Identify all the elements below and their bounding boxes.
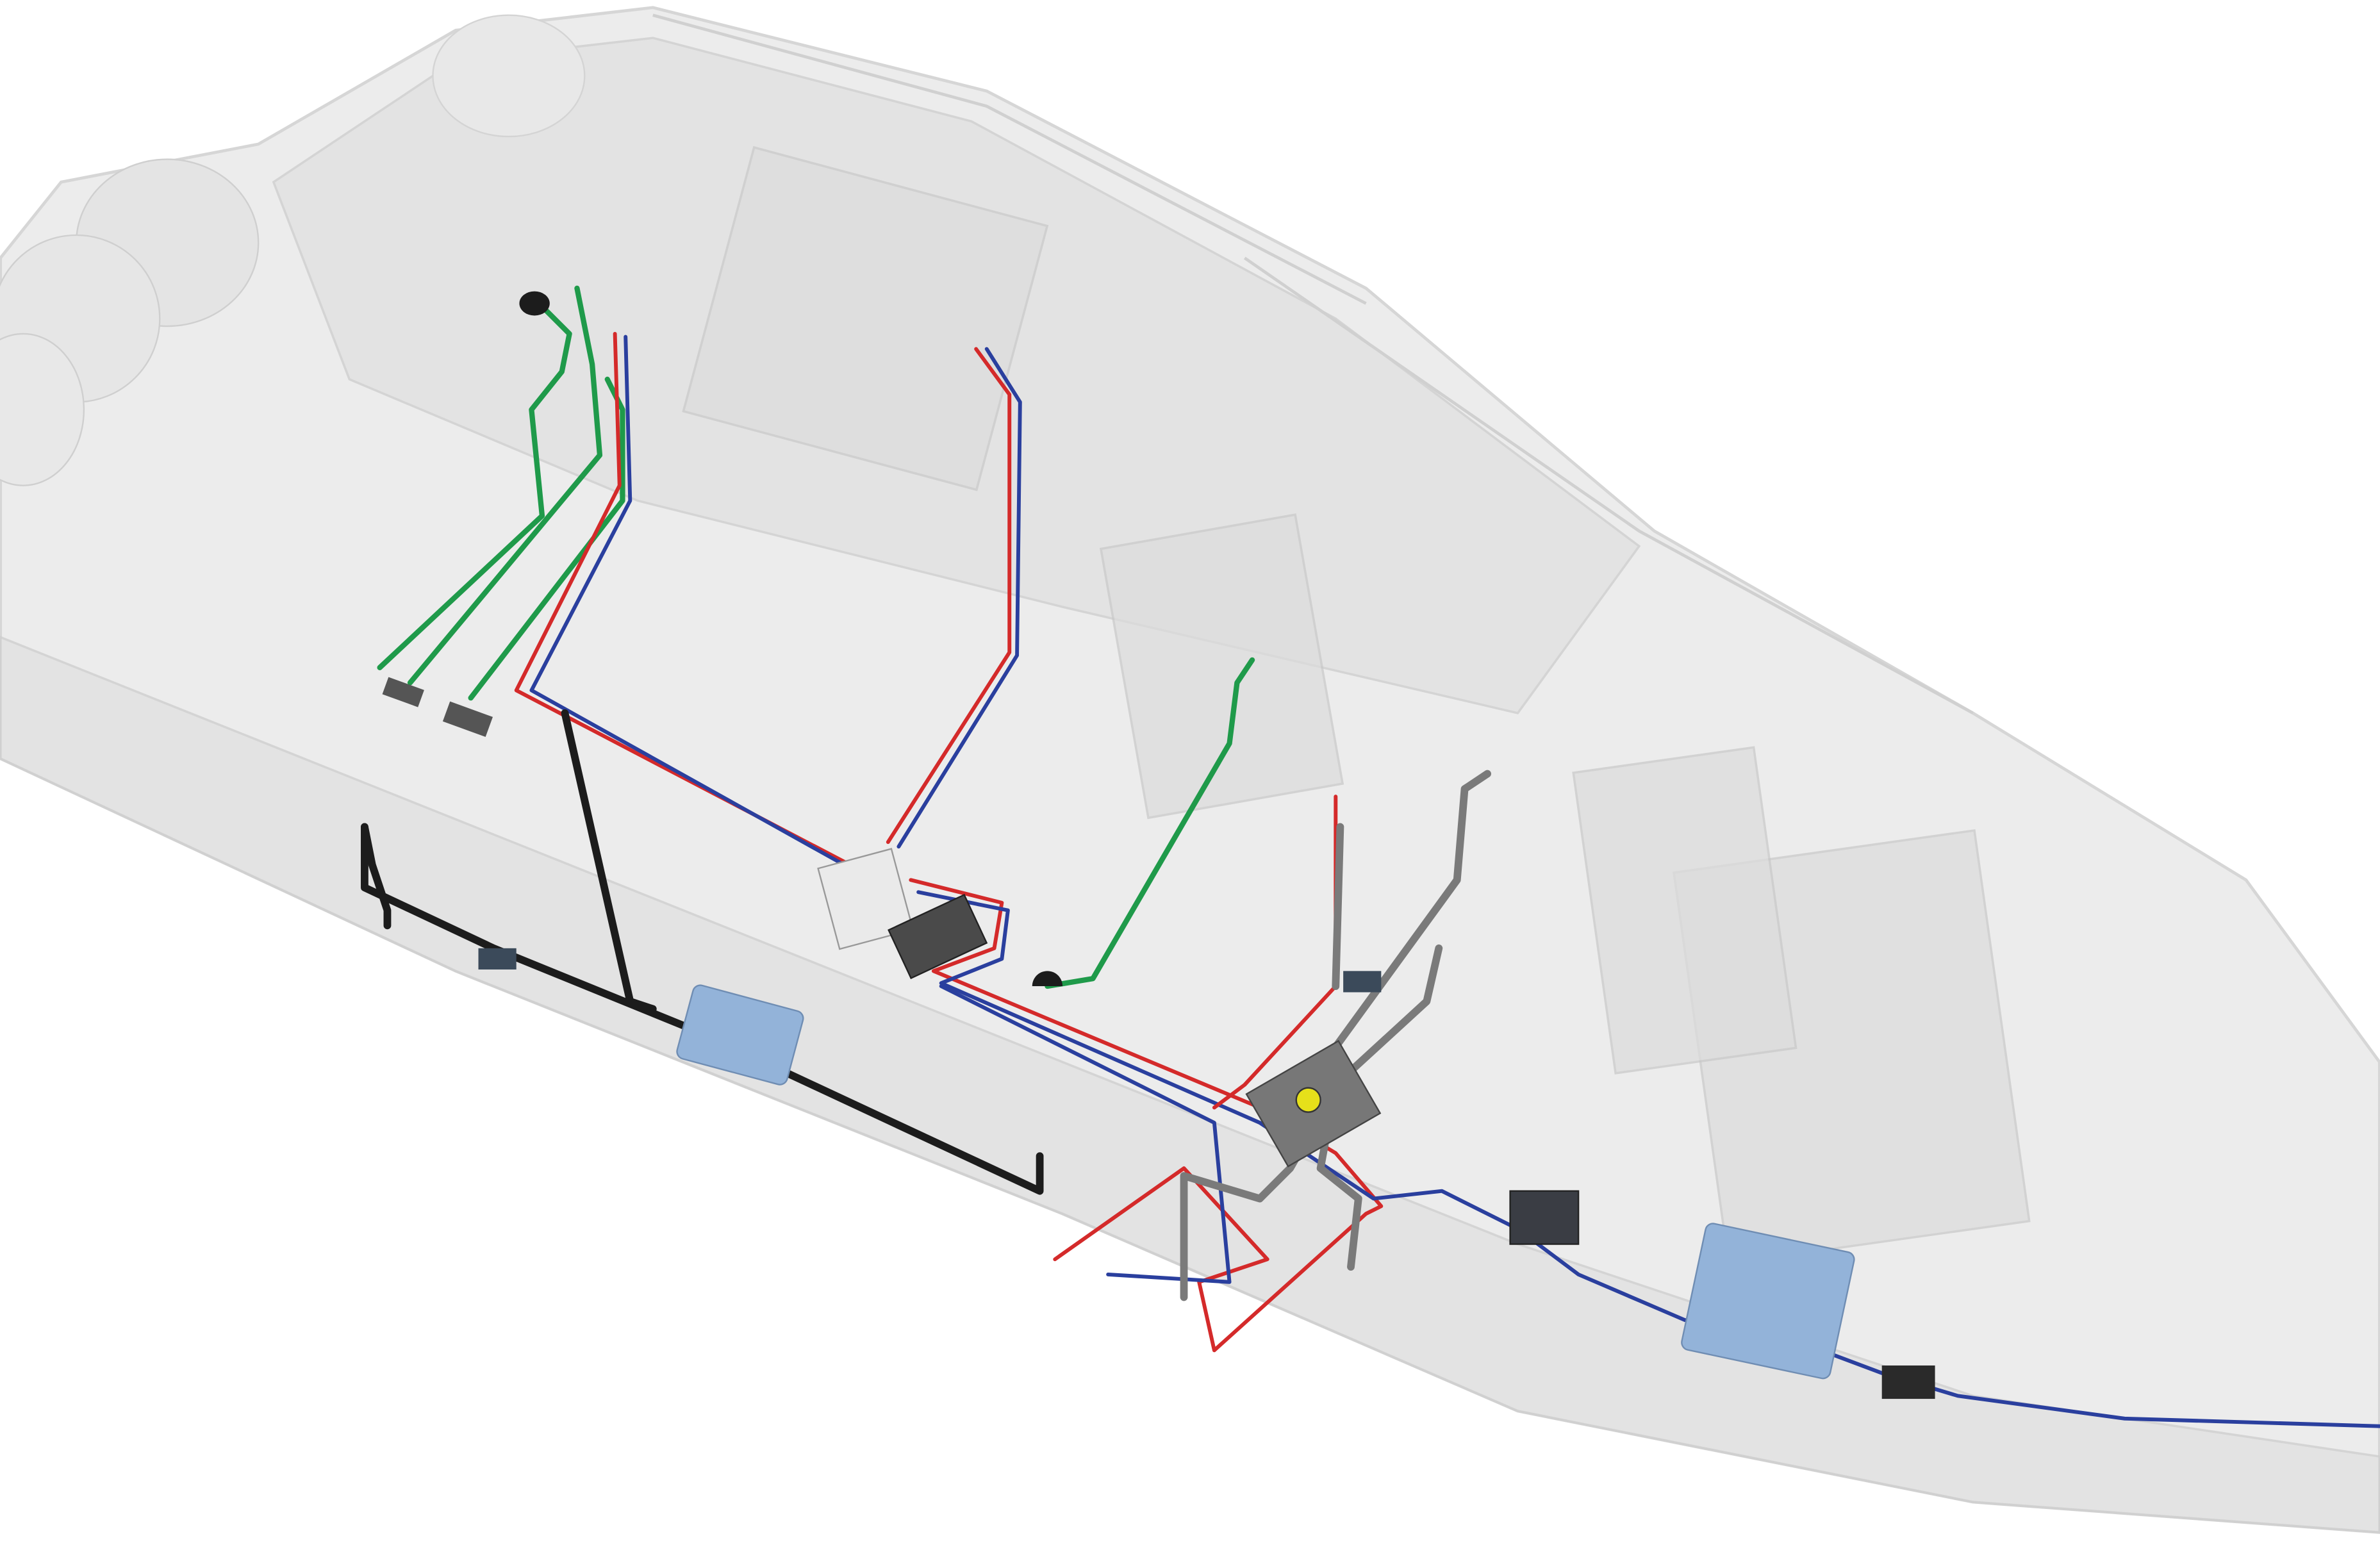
valve-grey <box>1343 971 1382 993</box>
drain-lines <box>361 709 1044 1195</box>
water-tank-left <box>676 984 804 1085</box>
water-tank-right <box>1681 1223 1855 1380</box>
fitting-left-2 <box>442 701 493 738</box>
fitting-left-1 <box>382 677 424 707</box>
pump-center <box>1032 971 1063 987</box>
components <box>382 291 1935 1399</box>
pump-far-right <box>1881 1365 1935 1399</box>
shower-head <box>519 291 550 316</box>
manifold <box>888 893 988 980</box>
green-water-lines <box>377 285 1255 989</box>
indicator <box>1295 1087 1321 1113</box>
water-heater <box>817 848 914 950</box>
boat-hull <box>0 6 2380 1534</box>
outboard-engines <box>0 14 586 486</box>
valve-drain <box>478 948 516 970</box>
pump-right <box>1509 1190 1580 1245</box>
